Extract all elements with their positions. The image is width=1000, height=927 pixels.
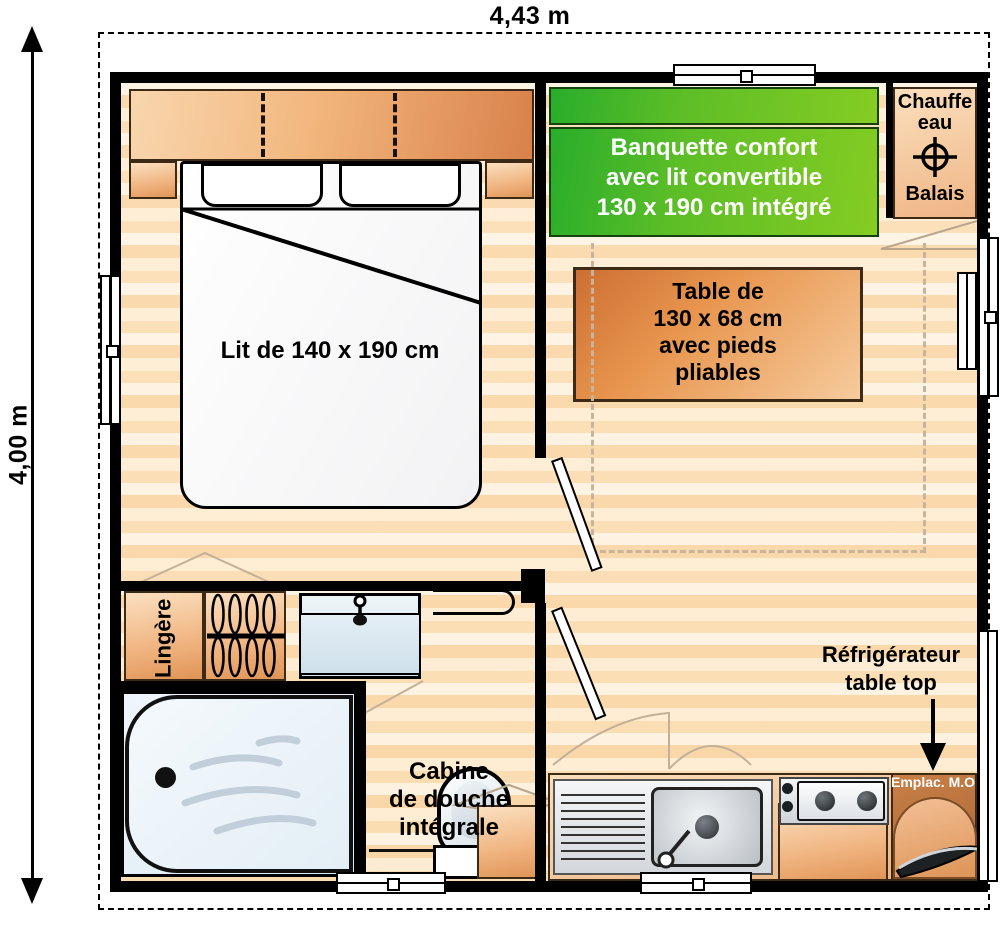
stove-burner-left [815, 791, 835, 811]
kitchen-cupboard-swing [552, 711, 752, 770]
living-area-dashed-outline [591, 243, 926, 553]
window-right-outer-handle[interactable] [984, 311, 997, 324]
bed [180, 161, 482, 509]
stove-knob-bottom [782, 801, 793, 812]
chauffe-eau-label-line1: Chauffe [897, 91, 973, 113]
pillow-left [201, 163, 323, 207]
door-leaf-kitchen[interactable] [551, 606, 607, 721]
window-right-inner[interactable] [957, 272, 977, 370]
window-bottom-left-handle[interactable] [387, 878, 400, 891]
emplacement-mo-label: Emplac. M.O [890, 774, 976, 790]
folding-table [573, 267, 863, 402]
stove-burner-right [857, 791, 877, 811]
banquette-label-line2: avec lit convertible [605, 164, 823, 191]
nightstand-left [129, 161, 177, 199]
nightstand-right [485, 161, 534, 199]
banquette-seat [549, 127, 879, 237]
towel-rail [433, 589, 515, 615]
shower-drain-icon [155, 767, 176, 788]
window-left-bedroom[interactable] [100, 275, 121, 425]
shower-water-streaks [181, 735, 317, 835]
wall-shower-right [357, 688, 366, 881]
bed-duvet-fold [180, 207, 482, 305]
wall-bathroom-top [121, 581, 545, 591]
washbasin-tap-icon [353, 595, 367, 626]
fridge-label-line1: Réfrigérateur [821, 642, 961, 667]
width-dimension-label: 4,43 m [489, 2, 571, 30]
door-right-patio[interactable] [978, 630, 998, 882]
lingere-door-swing [125, 551, 285, 590]
wall-closet-left [886, 83, 893, 218]
window-left-handle[interactable] [106, 345, 119, 358]
fridge-shelf-icon [895, 845, 977, 879]
lingere-label: Lingère [150, 598, 176, 679]
sink-drainer-grooves-icon [561, 794, 645, 860]
table-label-line1: Table de [672, 278, 764, 304]
headboard-divider-1 [261, 93, 265, 157]
sink-tap-icon [657, 829, 691, 869]
window-bottom-left[interactable] [336, 872, 446, 894]
table-label-line4: pliables [675, 359, 761, 385]
headboard-storage [129, 89, 534, 161]
window-top-handle[interactable] [740, 70, 753, 83]
hanging-clothes-icon [207, 593, 285, 678]
closet-door-swing [880, 220, 977, 250]
shower-label-line3: intégrale [398, 814, 500, 841]
wall-bedroom-living-vertical [535, 83, 546, 458]
arrow-up-icon [21, 26, 43, 52]
wall-kitchen-vertical [535, 603, 546, 881]
floor-surface: Lit de 140 x 190 cm Banquette confort av… [121, 83, 977, 881]
window-bottom-right[interactable] [640, 872, 752, 894]
arrow-down-icon [21, 878, 43, 904]
table-label-line2: 130 x 68 cm [653, 305, 783, 331]
sink-plug-icon [695, 815, 719, 839]
shower-label-line1: Cabine [408, 758, 489, 785]
banquette-label-line3: 130 x 190 cm intégré [596, 194, 832, 221]
banquette-label-line1: Banquette confort [610, 134, 818, 161]
table-label-line3: avec pieds [659, 332, 777, 358]
water-heater-icon [913, 137, 957, 177]
height-dimension-label: 4,00 m [4, 404, 33, 485]
fridge-label-line2: table top [845, 670, 937, 695]
living-area-dashed-left [591, 243, 594, 553]
shower-label-line2: de douche [388, 786, 509, 813]
fridge-pointer-arrow-icon [920, 699, 946, 771]
window-top[interactable] [673, 64, 816, 86]
window-right-outer[interactable] [978, 237, 999, 397]
chauffe-eau-label-line2: eau [917, 112, 953, 134]
wall-bathroom-top-stub [521, 569, 545, 603]
banquette-backrest [549, 87, 879, 125]
height-dimension-line [31, 45, 34, 900]
pillow-right [339, 163, 461, 207]
outer-boundary-dashed [98, 32, 990, 910]
window-bottom-right-handle[interactable] [692, 878, 705, 891]
bed-label: Lit de 140 x 190 cm [220, 337, 440, 364]
stove-knob-top [782, 783, 793, 794]
wall-lingere-bottom [121, 681, 366, 691]
lingere-cupboard [124, 591, 204, 681]
balais-label: Balais [905, 183, 965, 205]
headboard-divider-2 [393, 93, 397, 157]
